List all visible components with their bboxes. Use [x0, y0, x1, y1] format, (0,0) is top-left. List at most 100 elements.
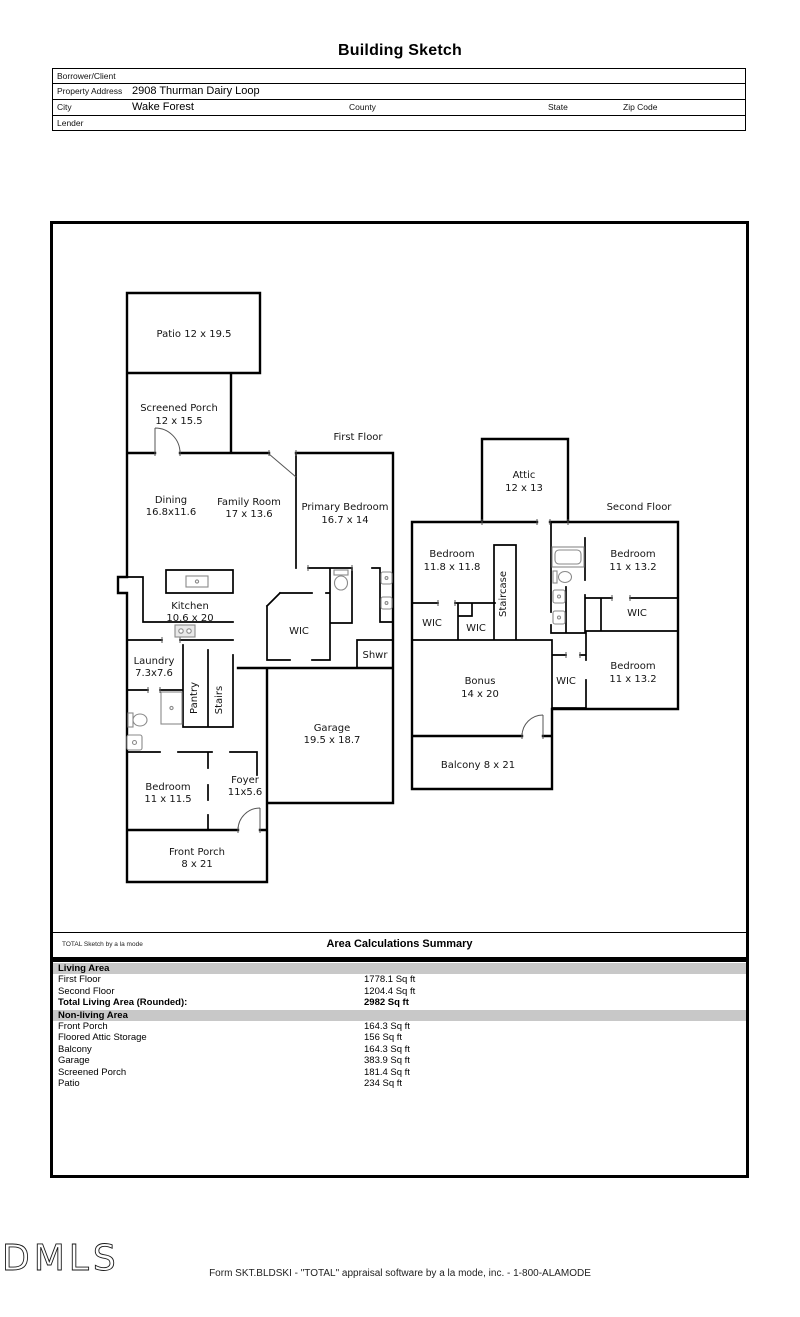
summary-row: Screened Porch 181.4 Sq ft [53, 1067, 746, 1079]
summary-row: Floored Attic Storage 156 Sq ft [53, 1032, 746, 1044]
upstairs-toilet-icon [552, 570, 573, 584]
row-label: Garage [58, 1055, 90, 1066]
room-label-stairs: Stairs [214, 686, 225, 715]
room-label-front-porch: Front Porch [169, 847, 225, 858]
floor-plan-drawing: Patio 12 x 19.5 Screened Porch 12 x 15.5… [116, 291, 680, 884]
room-label-bedroom-2f-right-top: Bedroom [610, 549, 655, 560]
room-label-laundry: Laundry [134, 656, 175, 667]
zip-label: Zip Code [623, 102, 658, 112]
row-label: Total Living Area (Rounded): [58, 997, 188, 1008]
room-dims-kitchen: 10.6 x 20 [166, 613, 213, 624]
summary-divider [53, 957, 746, 962]
primary-bath-toilet-icon [333, 569, 349, 591]
room-dims-bedroom-2f-right-top: 11 x 13.2 [609, 562, 656, 573]
hall-bath-toilet-icon [127, 712, 148, 728]
summary-row: Patio 234 Sq ft [53, 1078, 746, 1090]
first-floor-title: First Floor [333, 432, 383, 443]
room-label-bedroom-2f-left: Bedroom [429, 549, 474, 560]
borrower-label: Borrower/Client [57, 71, 116, 81]
room-dims-bedroom-2f-left: 11.8 x 11.8 [424, 562, 481, 573]
first-floor-exterior-walls [116, 291, 395, 884]
room-dims-garage: 19.5 x 18.7 [304, 735, 361, 746]
row-value: 383.9 Sq ft [364, 1055, 410, 1066]
room-dims-screened-porch: 12 x 15.5 [155, 416, 202, 427]
room-dims-family-room: 17 x 13.6 [225, 509, 272, 520]
room-dims-dining: 16.8x11.6 [146, 507, 196, 518]
stove-icon [174, 624, 196, 638]
summary-row: Balcony 164.3 Sq ft [53, 1044, 746, 1056]
room-label-bedroom-2f-right-bottom: Bedroom [610, 661, 655, 672]
second-floor-title: Second Floor [607, 502, 673, 513]
room-label-pantry: Pantry [189, 682, 200, 714]
room-label-staircase: Staircase [498, 571, 509, 617]
second-floor-doors-and-ticks [437, 519, 631, 739]
second-floor-plan: Attic 12 x 13 Second Floor Bedroom 11.8 … [410, 437, 680, 791]
city-value: Wake Forest [132, 101, 194, 113]
room-label-wic-2f-center: WIC [556, 676, 576, 687]
first-floor-doors-and-ticks [147, 427, 353, 833]
room-label-family-room: Family Room [217, 497, 281, 508]
room-label-wic-2f-small: WIC [466, 623, 486, 634]
row-label: Patio [58, 1078, 80, 1089]
row-label: Balcony [58, 1043, 92, 1055]
room-dims-bedroom-1f: 11 x 11.5 [144, 794, 191, 805]
first-floor-interior-walls [126, 452, 394, 831]
room-dims-laundry: 7.3x7.6 [135, 668, 173, 679]
lender-label: Lender [57, 118, 84, 128]
dmls-logo: DMLS [2, 1238, 120, 1279]
property-address-value: 2908 Thurman Dairy Loop [132, 85, 260, 97]
summary-row: Front Porch 164.3 Sq ft [53, 1021, 746, 1033]
room-dims-attic: 12 x 13 [505, 483, 543, 494]
lender-row: Lender [53, 115, 745, 130]
summary-row: Garage 383.9 Sq ft [53, 1055, 746, 1067]
row-value: 1778.1 Sq ft [364, 974, 416, 985]
row-value: 164.3 Sq ft [364, 1020, 410, 1032]
city-row: City Wake Forest County State Zip Code [53, 99, 745, 115]
room-dims-bedroom-2f-right-bottom: 11 x 13.2 [609, 674, 656, 685]
bathtub-icon [551, 546, 585, 568]
living-area-header: Living Area [53, 963, 746, 974]
summary-header: TOTAL Sketch by a la mode Area Calculati… [53, 933, 746, 957]
room-label-dining: Dining [155, 495, 187, 506]
row-label: Screened Porch [58, 1066, 127, 1078]
kitchen-island-sink-icon [185, 575, 209, 588]
row-value: 156 Sq ft [364, 1032, 403, 1043]
property-info-table: Borrower/Client Property Address 2908 Th… [52, 68, 746, 131]
dmls-logo-text: DMLS [2, 1238, 120, 1279]
row-value: 164.3 Sq ft [364, 1043, 410, 1055]
hall-bath-shower-icon [160, 691, 183, 725]
row-label: First Floor [58, 974, 101, 985]
nonliving-area-header: Non-living Area [53, 1009, 746, 1021]
room-dims-bonus: 14 x 20 [461, 689, 499, 700]
row-label: Front Porch [58, 1020, 108, 1032]
total-sketch-branding: TOTAL Sketch by a la mode [62, 941, 143, 948]
area-calculations-summary: TOTAL Sketch by a la mode Area Calculati… [53, 932, 746, 1090]
row-label: Floored Attic Storage [58, 1032, 147, 1043]
property-address-row: Property Address 2908 Thurman Dairy Loop [53, 83, 745, 99]
room-dims-primary-bedroom: 16.7 x 14 [321, 515, 368, 526]
county-label: County [349, 102, 376, 112]
summary-row: First Floor 1778.1 Sq ft [53, 974, 746, 986]
room-label-bonus: Bonus [465, 676, 496, 687]
hall-bath-sink-icon [126, 734, 143, 751]
summary-row: Second Floor 1204.4 Sq ft [53, 986, 746, 998]
building-sketch-panel: Patio 12 x 19.5 Screened Porch 12 x 15.5… [50, 221, 749, 1178]
room-label-shwr: Shwr [363, 650, 389, 661]
room-label-balcony: Balcony 8 x 21 [441, 760, 515, 771]
second-floor-exterior-walls [410, 437, 680, 791]
room-label-screened-porch: Screened Porch [140, 403, 218, 414]
total-living-area-row: Total Living Area (Rounded): 2982 Sq ft [53, 997, 746, 1009]
row-value: 1204.4 Sq ft [364, 985, 416, 997]
room-dims-foyer: 11x5.6 [228, 787, 263, 798]
second-floor-interior-walls [411, 521, 679, 710]
state-label: State [548, 102, 568, 112]
room-label-wic-2f-left: WIC [422, 618, 442, 629]
room-label-wic-1f: WIC [289, 626, 309, 637]
page-title: Building Sketch [338, 42, 462, 59]
room-label-attic: Attic [513, 470, 536, 481]
room-label-garage: Garage [314, 723, 351, 734]
room-label-wic-2f-right: WIC [627, 608, 647, 619]
row-label: Second Floor [58, 985, 115, 997]
first-floor-plan: Patio 12 x 19.5 Screened Porch 12 x 15.5… [116, 291, 395, 884]
footer-form-line: Form SKT.BLDSKI - "TOTAL" appraisal soft… [209, 1268, 591, 1279]
